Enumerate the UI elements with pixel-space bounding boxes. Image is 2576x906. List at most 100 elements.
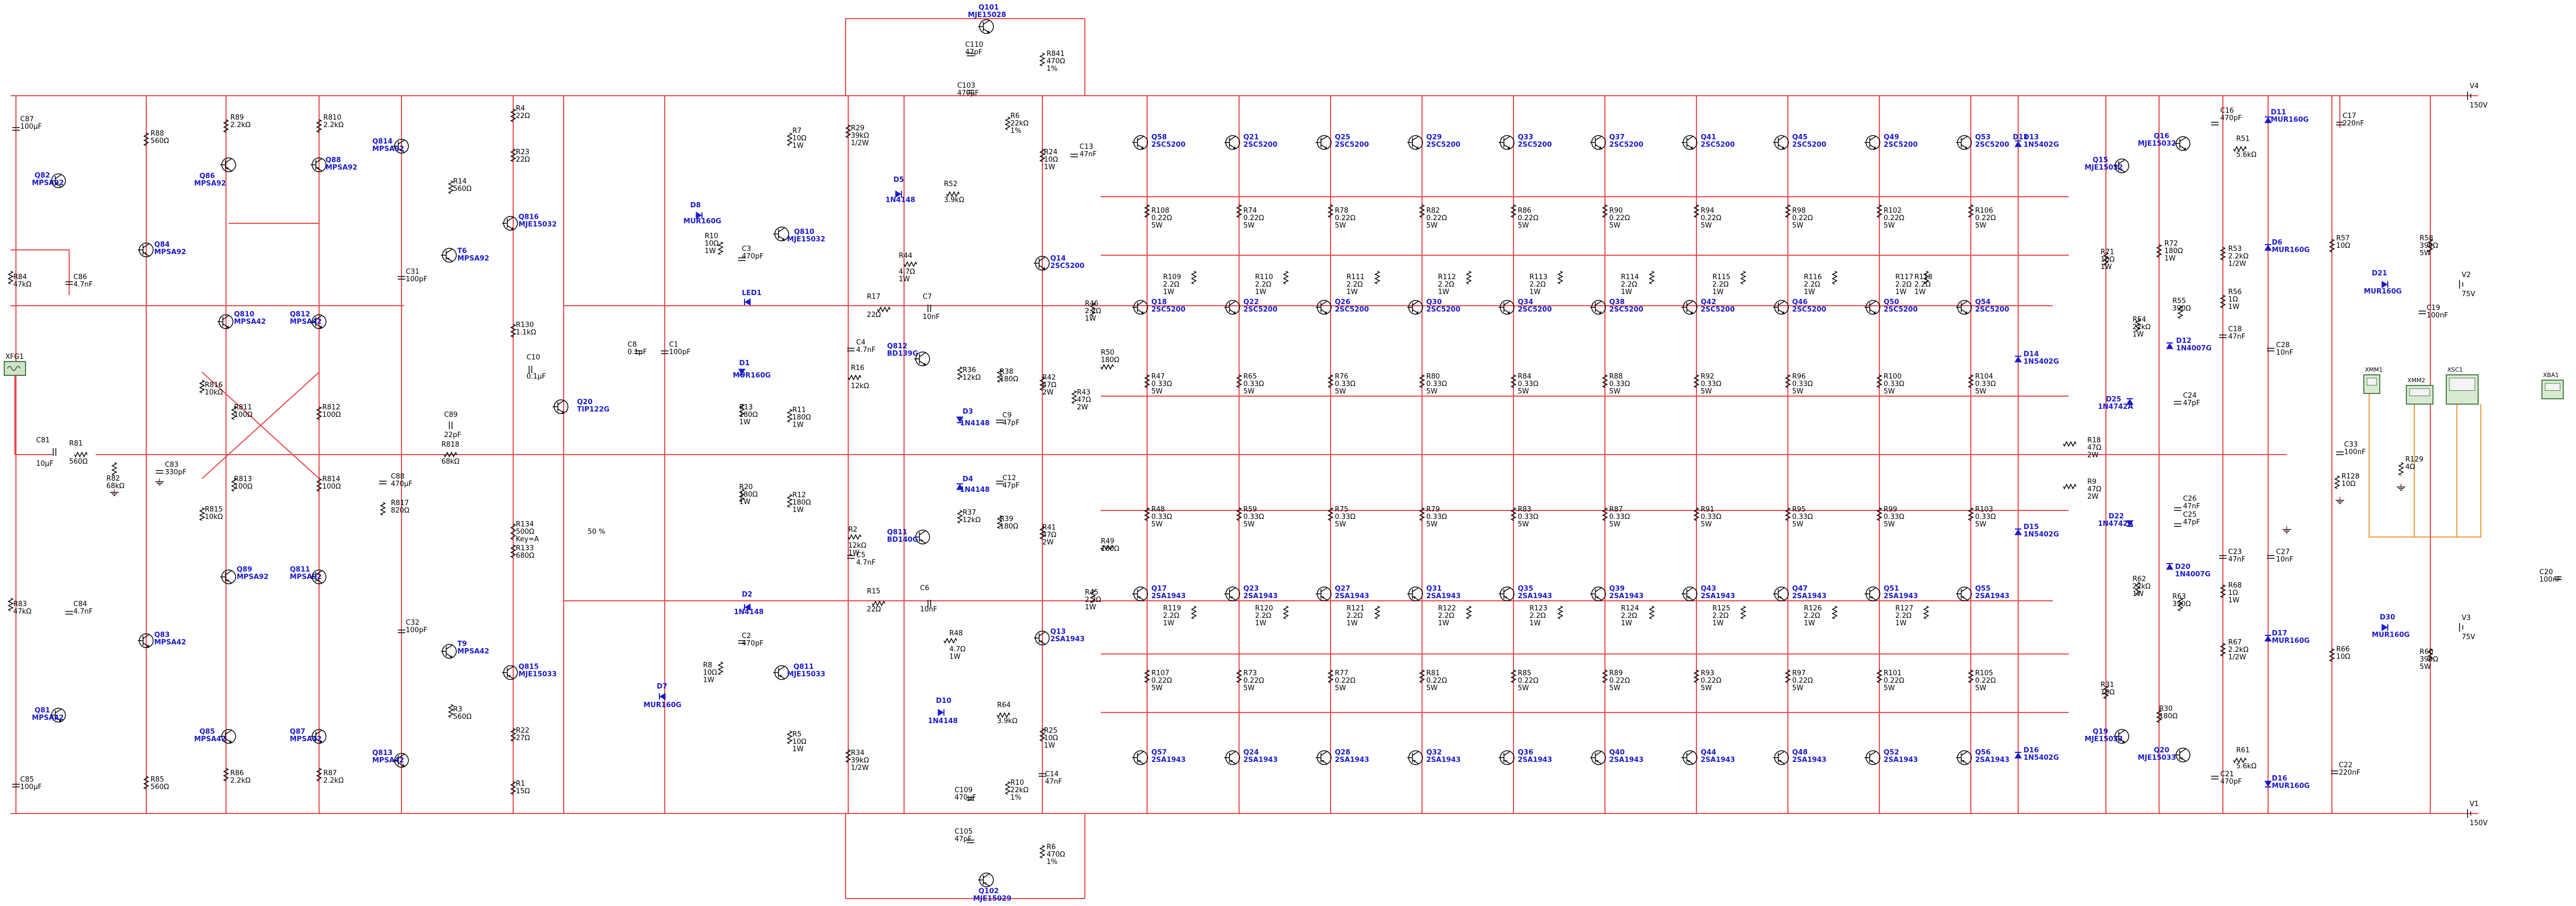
resistor-value: 2.2Ω	[1712, 281, 1729, 289]
output-transistor-pnp	[1499, 586, 1515, 601]
res-power: 1W	[792, 745, 804, 753]
emitter-resistor	[1785, 507, 1791, 521]
transistor-name: Q41	[1701, 133, 1716, 141]
res-name: R42	[1042, 374, 1056, 382]
d-name: D17	[2272, 630, 2287, 637]
q-name: Q101	[978, 4, 999, 12]
res-name: R17	[867, 293, 881, 301]
transistor-part: 2SC5200	[1609, 141, 1643, 149]
res-power: 1W	[1085, 603, 1096, 611]
res-name: R812	[322, 404, 340, 412]
resistor-power: 1W	[1712, 288, 1724, 296]
diode-triangle	[938, 709, 944, 716]
res-power: 1W	[739, 418, 750, 426]
resistor-symbol	[380, 502, 386, 516]
capacitor-symbol	[449, 422, 453, 429]
base-resistor	[1649, 606, 1655, 619]
resistor-power: 5W	[1884, 388, 1895, 396]
resistor-name: R78	[1335, 207, 1349, 215]
resistor-zigzag	[2334, 475, 2340, 489]
res-value: 47Ω	[2087, 485, 2102, 493]
res-name: R31	[2101, 681, 2114, 689]
output-transistor-npn	[1864, 300, 1880, 315]
res-power: 1/2W	[2228, 260, 2246, 268]
diode-name: D15	[2023, 523, 2039, 531]
transistor-part: 2SA1943	[1335, 756, 1369, 764]
capacitor-symbol	[53, 448, 56, 456]
oscilloscope-xsc1	[2446, 374, 2479, 405]
transistor-arrow	[1965, 311, 1968, 314]
resistor-name: R126	[1804, 605, 1822, 613]
resistor-name: R122	[1438, 605, 1456, 613]
transistor-arrow	[2184, 147, 2186, 150]
diode-name: D14	[2023, 350, 2039, 358]
res-value: 390Ω	[2420, 656, 2438, 664]
transistor-collector	[398, 139, 405, 145]
res-value: 22kΩ	[2132, 583, 2151, 591]
emitter-resistor	[1876, 507, 1883, 521]
input-transistor	[50, 173, 66, 188]
resistor-zigzag	[1039, 526, 1046, 540]
resistor-symbol	[1039, 148, 1046, 162]
res-value: 10Ω	[2101, 256, 2115, 264]
transistor-part: 2SC5200	[1243, 306, 1277, 314]
cap-name: C9	[1002, 412, 1011, 420]
d-part: 1N4148	[734, 608, 764, 616]
resistor-zigzag	[1876, 669, 1883, 683]
resistor-name: R104	[1975, 373, 1993, 381]
transistor-name: Q32	[1426, 749, 1442, 757]
base-resistor	[1374, 271, 1381, 284]
base-resistor	[1831, 271, 1838, 284]
res-name: R130	[516, 321, 534, 329]
resistor-zigzag	[1039, 53, 1046, 66]
res-power: 1W	[1044, 742, 1055, 750]
diode-triangle	[956, 416, 964, 423]
output-transistor-npn	[1682, 135, 1697, 150]
cap-name: C26	[2183, 495, 2197, 503]
d-name: D8	[690, 202, 701, 209]
transistor-arrow	[923, 363, 926, 365]
probe-wire	[2369, 393, 2481, 538]
q-part: TIP122G	[577, 406, 609, 414]
cap-value: 4.7nF	[856, 559, 875, 567]
diode-triangle	[2381, 281, 2388, 288]
q-part: MJE15033	[787, 670, 825, 678]
resistor-power: 1W	[1529, 619, 1541, 627]
capacitor-symbol	[927, 600, 931, 607]
transistor-name: Q36	[1518, 749, 1533, 757]
q-name: Q20	[2154, 746, 2169, 754]
resistor-symbol	[2220, 643, 2226, 657]
res-name: R3	[453, 706, 462, 714]
cap-value: 47pF	[955, 835, 972, 843]
resistor-value: 0.33Ω	[1518, 513, 1538, 521]
diode-part: 1N5402G	[2023, 141, 2059, 149]
ground-icon	[2282, 526, 2291, 533]
res-value: 15Ω	[516, 787, 530, 795]
transistor-arrow	[1043, 267, 1046, 270]
transistor-name: Q27	[1335, 585, 1350, 593]
res-power: 1/2W	[2228, 653, 2246, 661]
resistor-name: R118	[1914, 273, 1933, 281]
transistor-collector	[1137, 136, 1144, 141]
resistor-zigzag	[1831, 606, 1838, 619]
resistor-symbol	[2103, 685, 2109, 699]
cap-name: C18	[2228, 325, 2242, 333]
resistor-name: R89	[1609, 669, 1623, 677]
res-name: R810	[323, 114, 341, 122]
analyzer-xba1-name: XBA1	[2543, 372, 2559, 379]
q-part: 2SC5200	[1050, 262, 1084, 270]
res-value: 10Ω	[1044, 734, 1058, 742]
resistor-value: 0.22Ω	[1335, 677, 1356, 685]
transistor-arrow	[1322, 597, 1324, 599]
emitter-resistor	[1236, 204, 1242, 218]
transistor-collector	[222, 315, 230, 320]
capacitor-symbol	[2219, 555, 2227, 559]
ground-icon	[2397, 484, 2405, 491]
resistor-zigzag	[1693, 669, 1700, 683]
transistor-arrow	[562, 410, 564, 413]
diode-name: D13	[2023, 133, 2039, 141]
transistor-arrow	[1040, 641, 1042, 643]
multimeter-xmm1-name: XMM1	[2365, 366, 2383, 373]
diode-triangle	[696, 212, 702, 219]
cap-name: C28	[2276, 341, 2290, 349]
